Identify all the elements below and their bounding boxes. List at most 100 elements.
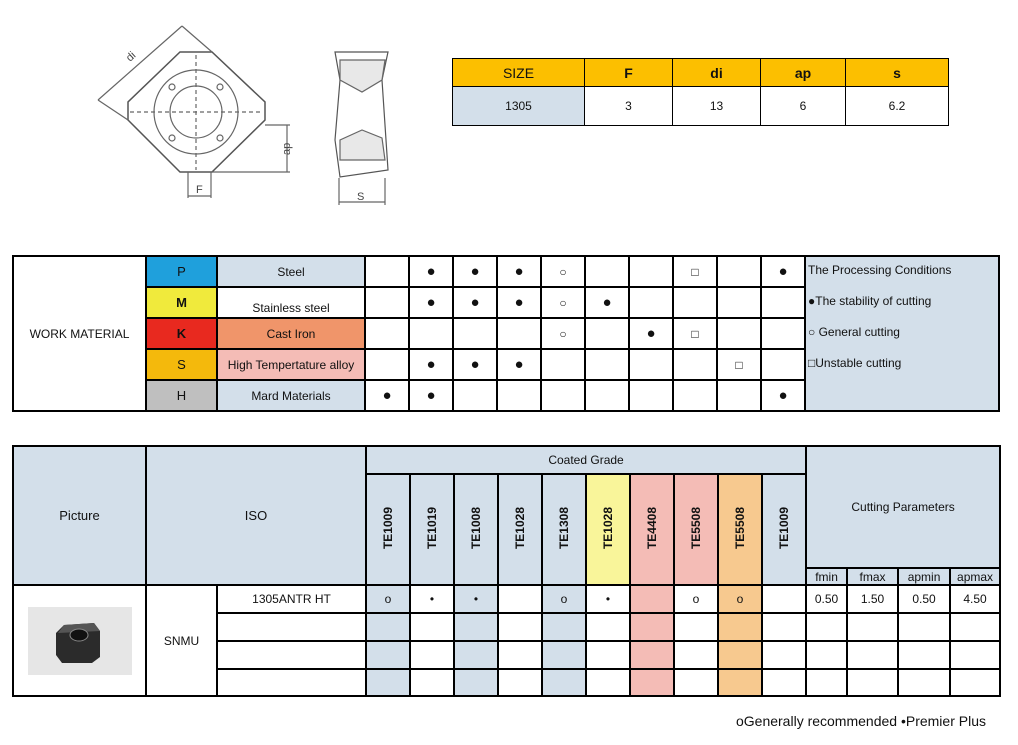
- grade-mark: [365, 668, 411, 697]
- cutting-param-value: [949, 612, 1002, 642]
- iso-code: [216, 640, 367, 670]
- legend-item: ○ General cutting: [808, 325, 900, 339]
- grade-mark: o: [365, 584, 411, 614]
- grade-mark: [409, 612, 455, 642]
- grade-mark: [497, 612, 543, 642]
- grade-mark: [760, 612, 808, 642]
- grade-mark: [717, 640, 763, 670]
- product-picture: [12, 584, 147, 697]
- material-name: High Tempertature alloy: [216, 348, 366, 381]
- iso-code: [216, 668, 367, 697]
- grade-name: TE1028: [601, 506, 615, 550]
- suitability-mark: [364, 255, 410, 288]
- insert-photo: [27, 606, 132, 675]
- processing-legend: The Processing Conditions●The stability …: [804, 255, 1000, 412]
- suitability-mark: ●: [760, 379, 806, 412]
- cutting-param-value: [949, 640, 1002, 670]
- cutting-param-value: [846, 640, 900, 670]
- suitability-mark: ○: [540, 255, 586, 288]
- iso-family: SNMU: [145, 584, 218, 697]
- suitability-mark: ●: [408, 379, 454, 412]
- suitability-mark: [584, 348, 630, 381]
- size-value: 6.2: [845, 86, 949, 126]
- suitability-mark: ●: [584, 286, 630, 319]
- material-letter: S: [145, 348, 218, 381]
- material-name: Stainless steel: [216, 286, 366, 319]
- grade-column-header: TE1028: [585, 473, 631, 586]
- cutting-param-value: [897, 668, 952, 697]
- material-letter: M: [145, 286, 218, 319]
- suitability-mark: ○: [540, 317, 586, 350]
- suitability-mark: [584, 255, 630, 288]
- suitability-mark: [496, 379, 542, 412]
- ap-label: ap: [281, 143, 293, 155]
- grade-data-row: [13, 612, 1002, 642]
- grade-mark: •: [453, 584, 499, 614]
- suitability-mark: □: [672, 255, 718, 288]
- grade-mark: [629, 668, 675, 697]
- suitability-mark: ●: [452, 286, 498, 319]
- grade-column-header: TE5508: [717, 473, 763, 586]
- suitability-mark: [496, 317, 542, 350]
- suitability-mark: [672, 379, 718, 412]
- grade-mark: [629, 640, 675, 670]
- cutting-param-value: 0.50: [805, 584, 849, 614]
- suitability-mark: ●: [452, 255, 498, 288]
- suitability-mark: ●: [760, 255, 806, 288]
- material-letter: K: [145, 317, 218, 350]
- grade-mark: [673, 612, 719, 642]
- material-letter: H: [145, 379, 218, 412]
- suitability-mark: ●: [408, 286, 454, 319]
- di-label: di: [124, 50, 138, 65]
- grade-mark: o: [717, 584, 763, 614]
- f-label: F: [196, 184, 203, 196]
- param-header: fmax: [846, 567, 900, 586]
- cutting-param-value: [897, 640, 952, 670]
- suitability-mark: ○: [540, 286, 586, 319]
- grade-mark: [585, 640, 631, 670]
- grade-mark: [409, 640, 455, 670]
- coated-grade-header: Coated Grade: [364, 445, 808, 475]
- cutting-param-value: 0.50: [897, 584, 952, 614]
- param-header: apmin: [897, 567, 952, 586]
- param-header: apmax: [949, 567, 1002, 586]
- grade-mark: [453, 612, 499, 642]
- suitability-mark: [452, 317, 498, 350]
- grade-mark: [585, 612, 631, 642]
- grade-name: TE5508: [733, 506, 747, 550]
- suitability-mark: □: [672, 317, 718, 350]
- cutting-param-value: [805, 668, 849, 697]
- grade-mark: [365, 640, 411, 670]
- grade-column-header: TE1009: [365, 473, 411, 586]
- grade-column-header: TE1019: [409, 473, 455, 586]
- suitability-mark: [716, 317, 762, 350]
- size-header: SIZE: [452, 58, 585, 87]
- size-header: di: [672, 58, 761, 87]
- insert-image: [55, 622, 100, 663]
- grade-mark: [497, 640, 543, 670]
- grade-name: TE1019: [425, 506, 439, 550]
- grade-mark: [453, 640, 499, 670]
- suitability-mark: [540, 379, 586, 412]
- grade-mark: [541, 612, 587, 642]
- grade-mark: o: [673, 584, 719, 614]
- cutting-param-value: [846, 668, 900, 697]
- cutting-parameters-header: Cutting Parameters: [805, 445, 1002, 569]
- suitability-mark: [760, 286, 806, 319]
- material-name: Cast Iron: [216, 317, 366, 350]
- suitability-mark: [716, 286, 762, 319]
- cutting-param-value: [897, 612, 952, 642]
- suitability-mark: [364, 286, 410, 319]
- grade-mark: •: [585, 584, 631, 614]
- grade-mark: [760, 668, 808, 697]
- suitability-mark: [628, 286, 674, 319]
- grade-data-row: [13, 668, 1002, 697]
- grade-mark: [409, 668, 455, 697]
- s-label: S: [357, 191, 364, 203]
